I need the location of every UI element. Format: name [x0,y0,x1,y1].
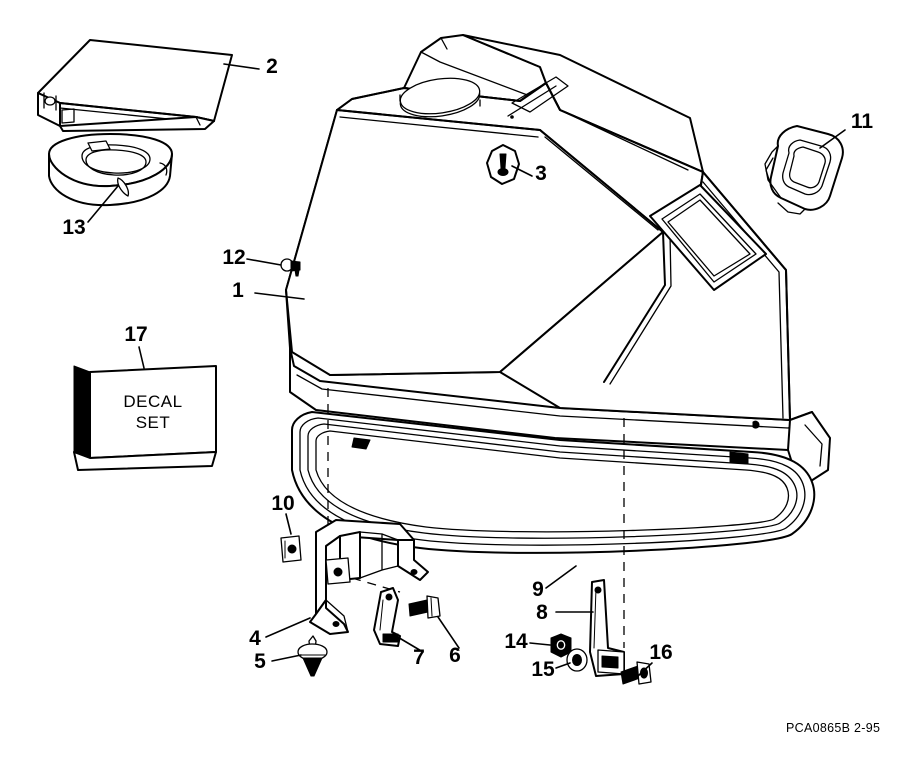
leader-10 [285,513,292,535]
leader-12 [246,258,282,266]
callout-3: 3 [535,162,547,185]
part-17-decal-set-box: DECAL SET [73,365,217,471]
callout-17: 17 [124,323,147,346]
drawing-footer: PCA0865B 2-95 [786,721,880,735]
leader-1 [254,292,305,300]
leader-15 [555,662,571,669]
part-14-lock-nut [550,633,572,658]
alignment-dash-latch [351,577,401,593]
part-11-vent-seal-square [764,125,844,215]
part-1-engine-cover-main [285,34,831,489]
leader-lines [87,63,846,677]
callout-12: 12 [222,246,245,269]
part-12-push-rivet [280,258,301,277]
leader-2 [223,63,260,70]
leader-13 [87,185,119,223]
part-2-top-cover-panel [37,39,233,132]
part-15-flat-washer [566,648,588,672]
callout-14: 14 [504,630,528,653]
decal-set-line1: DECAL [123,392,182,411]
callout-9: 9 [532,578,544,601]
part-4-support-bracket [309,519,429,635]
callout-15: 15 [531,658,555,681]
leader-4 [265,617,311,638]
leader-16 [637,662,653,677]
leader-17 [138,346,145,369]
callout-4: 4 [249,627,261,650]
part-13-oval-gasket [48,133,173,207]
part-5-rubber-mount-grommet [297,635,328,677]
decal-set-line2: SET [136,413,171,432]
leader-9 [545,565,577,589]
callout-13: 13 [62,216,85,239]
leader-3 [511,165,533,177]
callout-numbers: 1 2 3 4 5 6 7 8 9 10 11 12 13 14 15 16 1… [62,55,873,681]
callout-2: 2 [266,55,278,78]
leader-5 [271,654,302,662]
part-8-lever-link [589,579,625,677]
leader-11 [819,129,846,149]
callout-6: 6 [449,644,461,667]
callout-16: 16 [649,641,672,664]
leader-6 [437,616,460,649]
callout-5: 5 [254,650,266,673]
part-3-cover-fastener-badge [486,144,520,185]
cover-top-oval-opening [399,77,481,118]
callout-8: 8 [536,601,548,624]
leader-7 [395,635,424,653]
leader-14 [529,642,551,646]
part-7-latch-arm [373,587,401,647]
callout-7: 7 [413,646,425,669]
callout-11: 11 [851,110,874,133]
callout-1: 1 [232,279,244,302]
part-6-hex-head-screw [408,595,441,619]
callout-10: 10 [271,492,294,515]
part-10-retainer-clip [280,535,302,563]
